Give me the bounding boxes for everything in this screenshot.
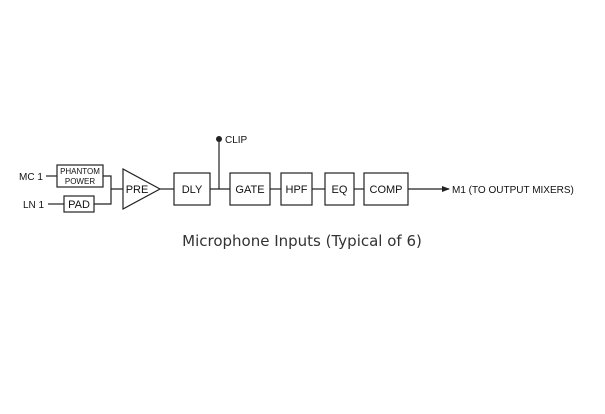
pad-label: PAD: [68, 199, 90, 211]
gate-block: [229, 172, 271, 206]
phantom-label-line1: PHANTOM: [60, 167, 100, 176]
gate-label: GATE: [235, 184, 264, 196]
phantom-to-pre-wire: [103, 175, 123, 190]
line-input-label: LN 1: [23, 200, 45, 211]
output-label: M1 (TO OUTPUT MIXERS): [452, 185, 574, 196]
dly-label: DLY: [182, 184, 203, 196]
dly-block: [173, 172, 211, 206]
comp-block: [363, 172, 409, 206]
clip-indicator-dot: [216, 136, 222, 142]
preamp-label: PRE: [126, 184, 149, 196]
phantom-label-line2: POWER: [65, 177, 95, 186]
hpf-label: HPF: [286, 184, 308, 196]
eq-label: EQ: [332, 184, 348, 196]
comp-label: COMP: [370, 184, 403, 196]
mic-input-label: MC 1: [19, 172, 43, 183]
pad-to-pre-wire: [94, 189, 112, 205]
clip-label: CLIP: [225, 135, 248, 146]
diagram-caption: Microphone Inputs (Typical of 6): [182, 232, 422, 250]
eq-block: [324, 172, 355, 206]
preamp-triangle: [122, 167, 162, 211]
